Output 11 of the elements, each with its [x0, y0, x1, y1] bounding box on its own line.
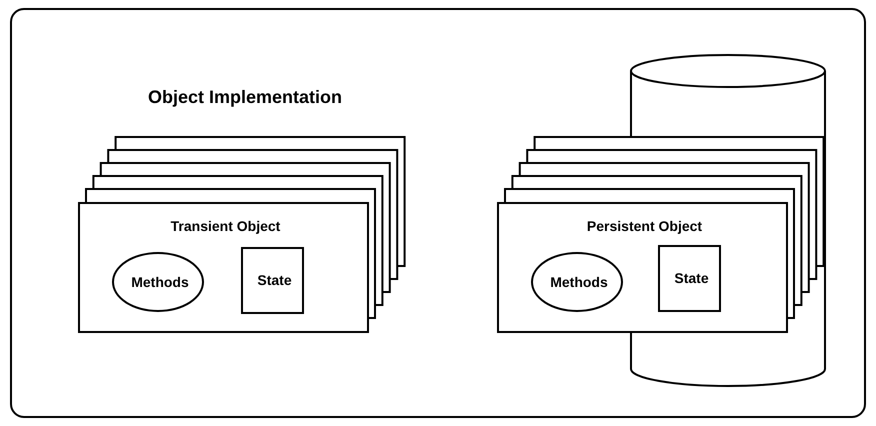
diagram-heading: Object Implementation [148, 87, 342, 108]
node-label: Persistent Object [586, 218, 702, 234]
node-label: Methods [131, 274, 189, 290]
node-label: Transient Object [170, 218, 280, 234]
container-frame [10, 8, 866, 418]
object-card [78, 202, 369, 333]
state-box [241, 247, 304, 314]
node-label: State [674, 270, 709, 286]
node-label: State [257, 272, 292, 288]
node-label: Methods [550, 274, 608, 290]
state-box [658, 245, 721, 312]
